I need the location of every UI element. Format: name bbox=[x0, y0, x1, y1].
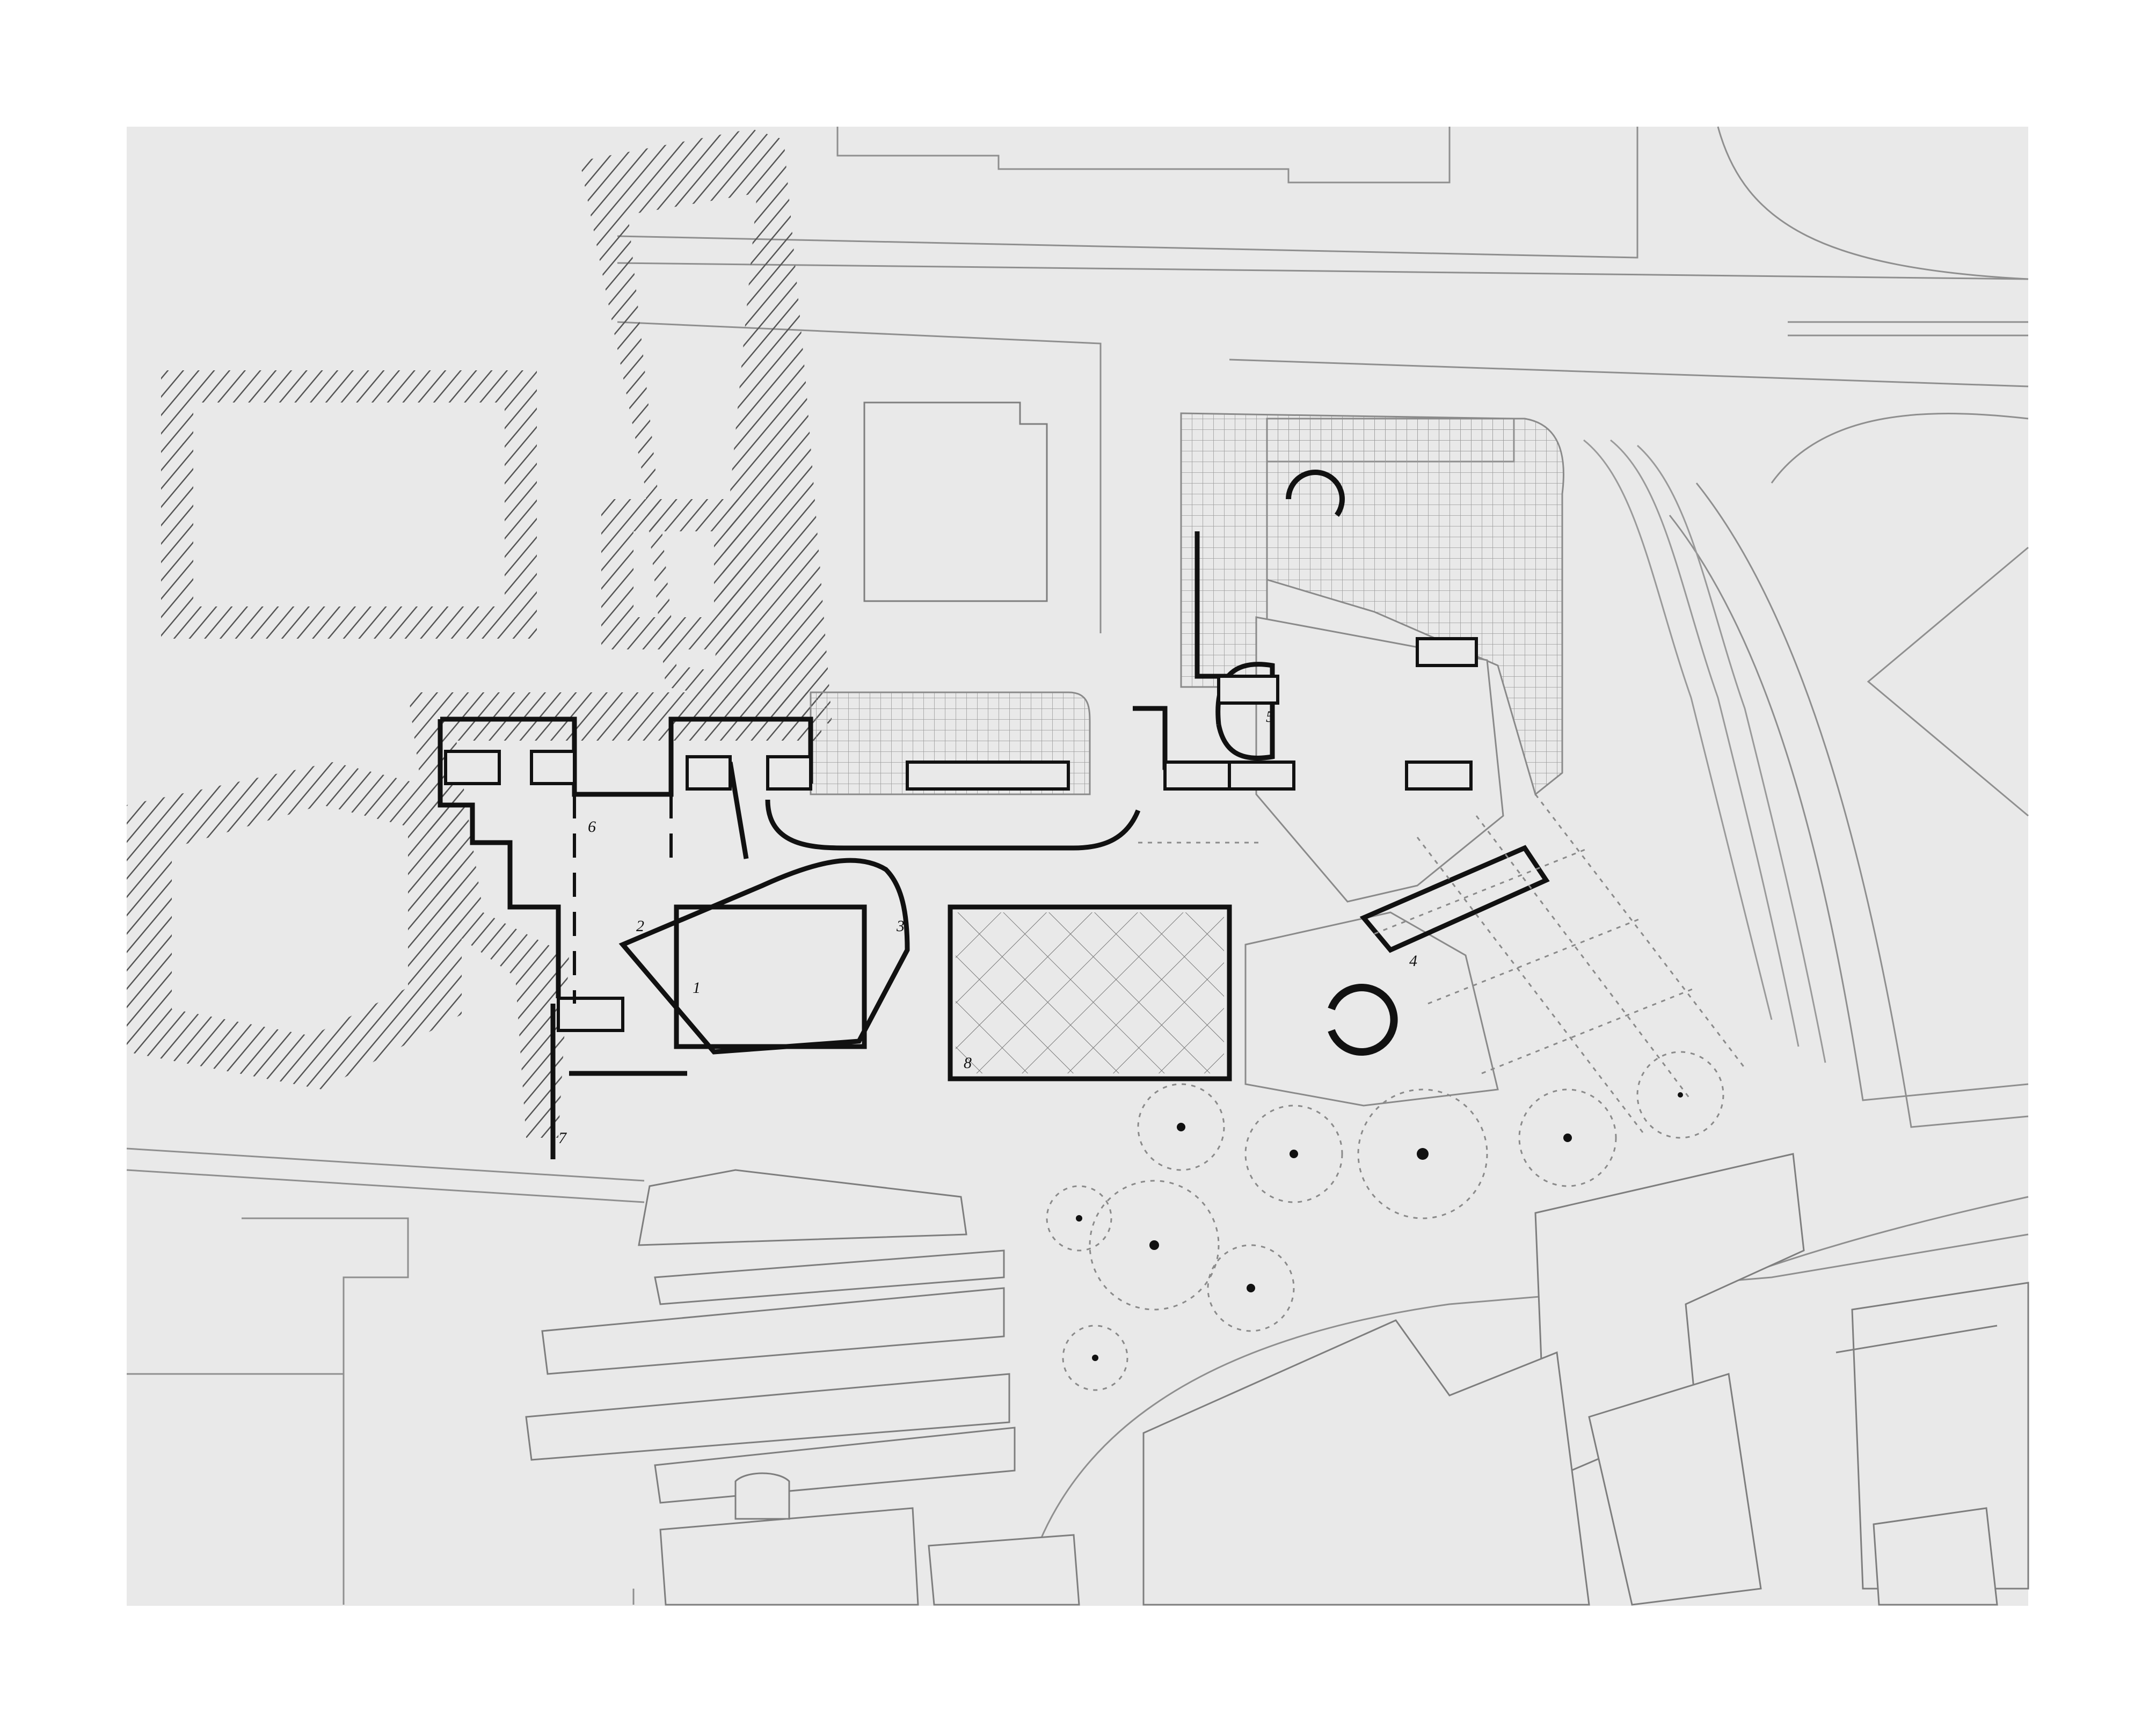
open-spaces bbox=[1244, 616, 1504, 1107]
context-linework bbox=[126, 126, 2029, 1605]
north-kiosk bbox=[1286, 470, 1345, 517]
room-label-6: 6 bbox=[588, 818, 596, 836]
room-label-1: 1 bbox=[693, 979, 701, 997]
hatched-existing-buildings bbox=[127, 129, 832, 1138]
room-label-5: 5 bbox=[1266, 708, 1274, 726]
room-label-3: 3 bbox=[896, 917, 905, 935]
room-labels: 1 2 3 4 5 6 7 8 bbox=[558, 708, 1417, 1147]
structural-grid bbox=[1138, 794, 1746, 1133]
room-label-4: 4 bbox=[1409, 952, 1417, 970]
room-label-2: 2 bbox=[636, 917, 644, 935]
service-rooms bbox=[444, 637, 1478, 1032]
terrain-contours bbox=[1583, 439, 1826, 1063]
context-buildings bbox=[525, 401, 2029, 1606]
room-label-7: 7 bbox=[558, 1129, 567, 1147]
round-kiosk bbox=[1328, 984, 1398, 1056]
building-walls bbox=[438, 531, 1550, 1159]
dashed-partitions bbox=[573, 794, 673, 1004]
room-label-8: 8 bbox=[964, 1054, 972, 1072]
event-hall-floor bbox=[956, 912, 1224, 1073]
trees bbox=[1046, 1051, 1724, 1391]
